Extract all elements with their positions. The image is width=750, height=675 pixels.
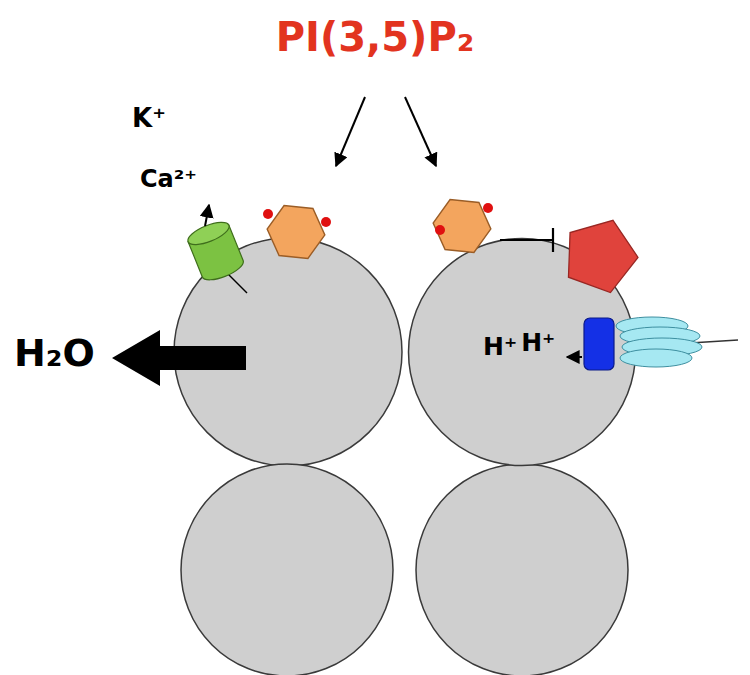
title: PI(3,5)P₂ (276, 14, 474, 60)
ion-channel (185, 218, 246, 285)
ion-label: Ca²⁺ (140, 166, 197, 194)
inhibited-protein (568, 220, 637, 292)
proton-arrow (567, 356, 582, 358)
ion-label: H₂O (14, 332, 95, 376)
phosphate-dot (321, 217, 331, 227)
lipid-headgroup (267, 206, 325, 259)
v-atpase-pump (584, 318, 614, 370)
ion-label: K⁺ (132, 104, 166, 134)
vacuole-circle (181, 464, 393, 675)
pointer-arrow (405, 97, 436, 166)
pointer-arrow (336, 97, 365, 166)
phosphate-dot (483, 203, 493, 213)
lipid-headgroup (433, 200, 491, 253)
inhibition-line (500, 239, 553, 241)
phosphate-dot (263, 209, 273, 219)
inhibition-bar (552, 228, 554, 252)
ion-exit-arrow (205, 205, 209, 226)
ion-label: H⁺ (521, 329, 555, 358)
pump-subunit (620, 349, 692, 367)
vacuole-circle (416, 464, 628, 675)
phosphate-dot (435, 225, 445, 235)
water-efflux-arrow (112, 330, 246, 386)
ion-label: H⁺ (483, 333, 517, 362)
